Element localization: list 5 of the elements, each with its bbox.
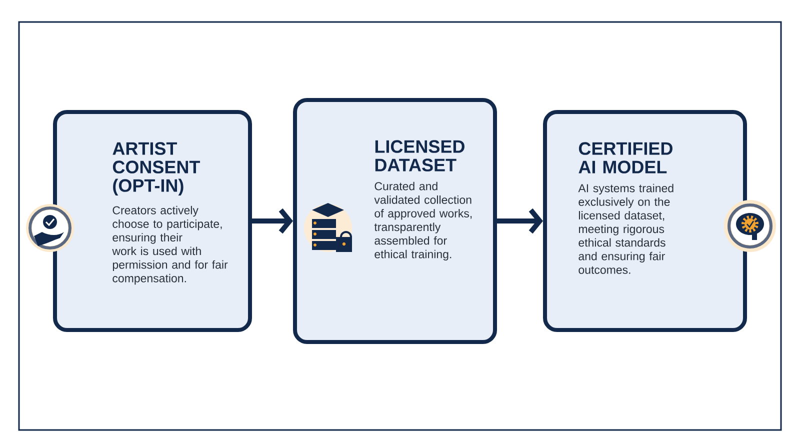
process-box: LICENSED DATASET Curated and validated collection of approved works, transparently assembled for ethical training.: [293, 98, 497, 344]
process-box: CERTIFIED AI MODEL AI systems trained exclusively on the licensed dataset, meeting rigorous ethical standards and ensuring fair outcomes.: [543, 110, 747, 332]
arrow: [497, 208, 544, 234]
arrow: [252, 208, 293, 234]
process-box: ARTIST CONSENT (OPT-IN) Creators actively choose to participate, ensuring their work is used with permission and for fair compensation.: [53, 110, 252, 332]
